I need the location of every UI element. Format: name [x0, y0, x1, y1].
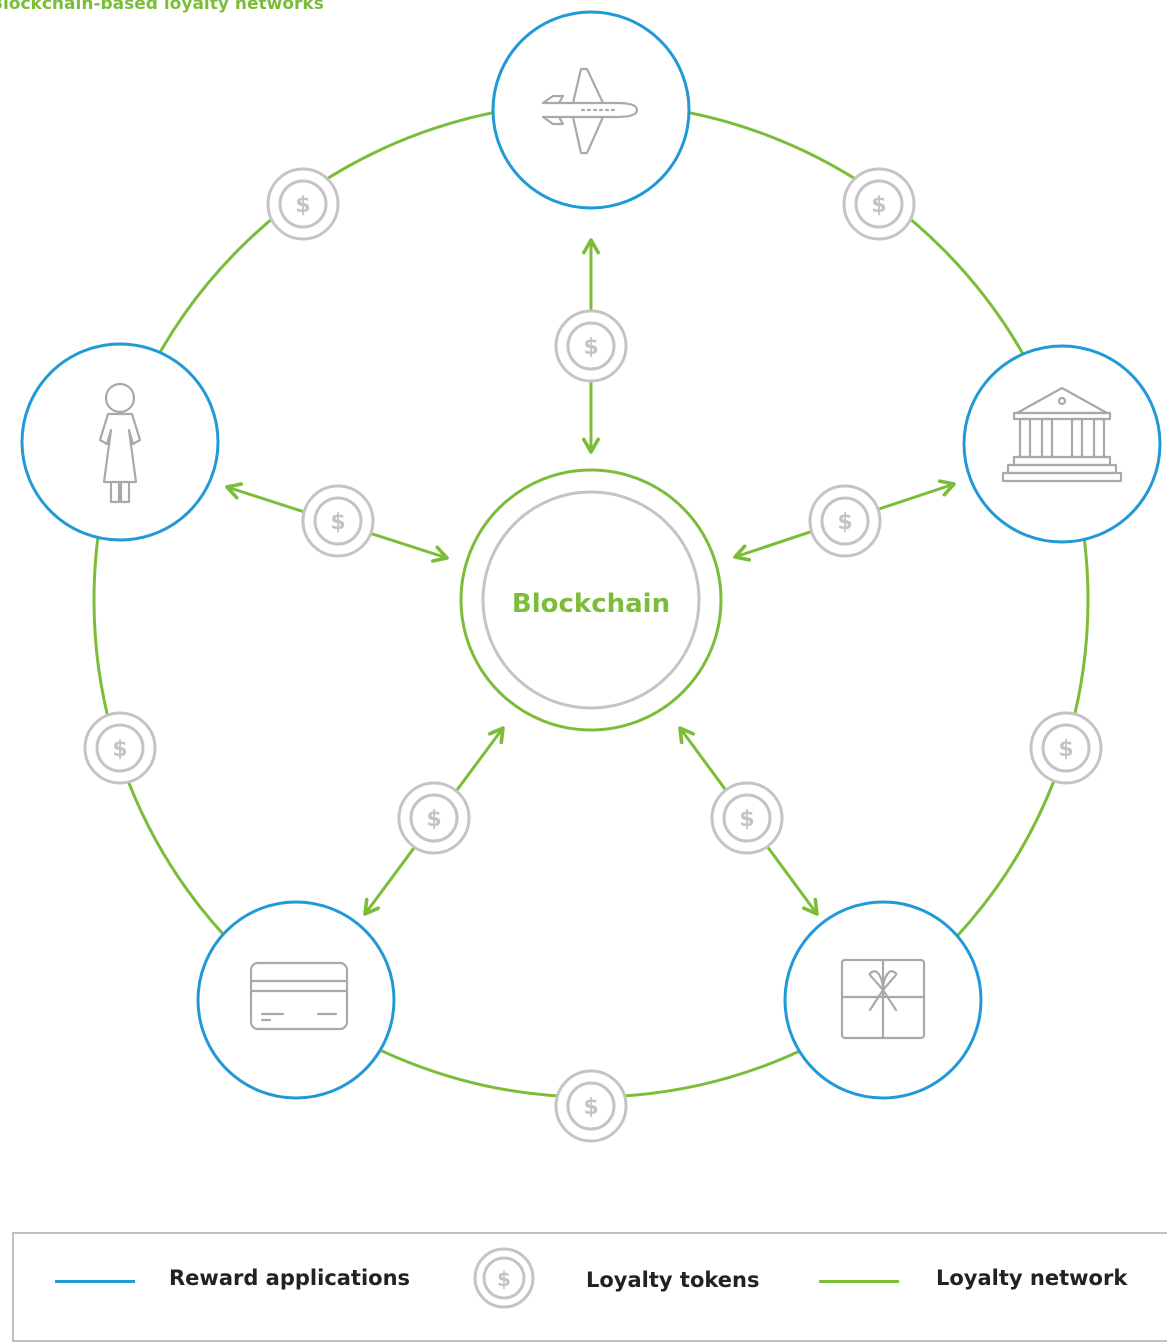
token-coin-symbol: $ [112, 737, 127, 762]
blockchain-node: Blockchain [459, 468, 723, 732]
legend: Reward applications $ Loyalty tokens Loy… [12, 1232, 1167, 1342]
token-coin-symbol: $ [583, 335, 598, 360]
token-coin: $ [554, 309, 628, 383]
reward-applications-legend-label: Reward applications [169, 1266, 411, 1290]
legend-coin-symbol: $ [497, 1267, 511, 1291]
node-customer-circle [20, 342, 220, 542]
gift-box-icon [840, 958, 926, 1040]
loyalty-tokens-legend-label: Loyalty tokens [586, 1268, 760, 1292]
token-coin: $ [301, 484, 375, 558]
token-coin-inner [820, 496, 870, 546]
token-coin: $ [1029, 711, 1103, 785]
node-airline [491, 10, 691, 210]
node-card [196, 900, 396, 1100]
node-bank [962, 344, 1162, 544]
token-coin: $ [266, 167, 340, 241]
token-coin-inner [854, 179, 904, 229]
node-card-circle [196, 900, 396, 1100]
token-coin-symbol: $ [295, 193, 310, 218]
token-coin-inner [313, 496, 363, 546]
loyalty-network-legend-line [819, 1280, 899, 1283]
token-coin-symbol: $ [837, 510, 852, 535]
reward-applications-legend-line [55, 1280, 135, 1283]
loyalty-token-coin-icon: $ [473, 1247, 535, 1309]
loyalty-network-legend-label: Loyalty network [936, 1266, 1128, 1290]
token-coin: $ [710, 781, 784, 855]
reward-application-nodes [20, 10, 1162, 1100]
token-coin-symbol: $ [583, 1095, 598, 1120]
token-coin-inner [566, 321, 616, 371]
token-coin: $ [83, 711, 157, 785]
token-coin: $ [808, 484, 882, 558]
token-coin-symbol: $ [426, 807, 441, 832]
token-coin: $ [842, 167, 916, 241]
page-title: Blockchain-based loyalty networks [0, 0, 324, 14]
token-coin-symbol: $ [330, 510, 345, 535]
token-coin-symbol: $ [739, 807, 754, 832]
token-coin-inner [1041, 723, 1091, 773]
blockchain-label: Blockchain [512, 589, 670, 619]
token-coin-symbol: $ [1058, 737, 1073, 762]
token-coin: $ [397, 781, 471, 855]
token-coin-inner [95, 723, 145, 773]
loyalty-token-coins: $ $ $ $ $ $ $ $ $ $ [83, 167, 1103, 1143]
token-coin-inner [566, 1081, 616, 1131]
node-bank-circle [962, 344, 1162, 544]
node-customer [20, 342, 220, 542]
token-coin-inner [278, 179, 328, 229]
bank-building-icon [1001, 386, 1123, 483]
node-gift [783, 900, 983, 1100]
person-icon [98, 382, 142, 504]
token-coin-symbol: $ [871, 193, 886, 218]
blockchain-inner-ring [481, 490, 701, 710]
airplane-icon [541, 67, 639, 155]
token-coin-inner [409, 793, 459, 843]
credit-card-icon [249, 961, 349, 1031]
token-coin: $ [554, 1069, 628, 1143]
token-coin-inner [722, 793, 772, 843]
